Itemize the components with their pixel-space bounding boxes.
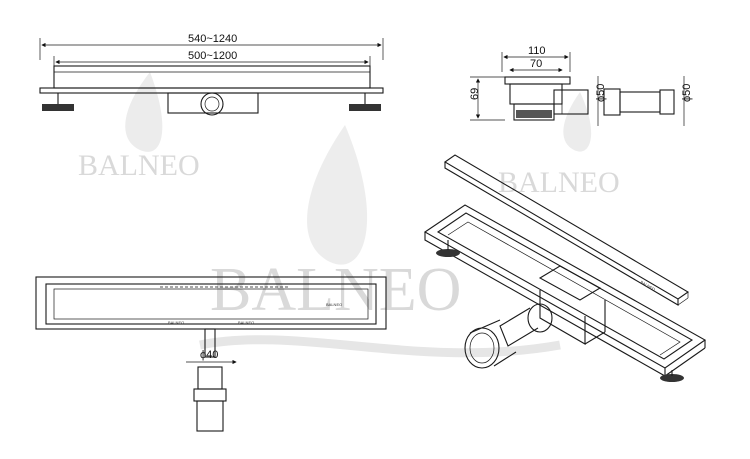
side-view-foot-right — [349, 93, 381, 111]
watermark-drop-icon-center — [307, 125, 368, 265]
cross-section-view: 110 70 69 ϕ50 ϕ50 — [469, 45, 693, 126]
dimension-width-outer: 110 — [528, 45, 546, 57]
iso-foot-left — [436, 240, 460, 257]
side-view: 540~1240 500~1200 — [39, 33, 384, 116]
watermark-text-center: BALNEO — [210, 256, 461, 324]
dimension-width-inner: 70 — [530, 58, 542, 70]
dimension-height: 69 — [469, 88, 481, 100]
grate-label-left: BALNEO — [168, 320, 184, 325]
dimension-grate-length: 500~1200 — [188, 50, 237, 62]
grate-label-end: BALNEO — [326, 302, 342, 307]
plan-view: BALNEO BALNEO BALNEO ϕ40 — [35, 276, 387, 432]
dimension-outlet-dia-a: ϕ50 — [595, 84, 607, 102]
dimension-pipe-dia: ϕ40 — [200, 349, 218, 361]
watermark-text-left: BALNEO — [78, 149, 200, 182]
watermark-layer: BALNEO BALNEO BALNEO — [78, 72, 620, 358]
dimension-total-length: 540~1240 — [188, 33, 237, 45]
watermark-text-right: BALNEO — [498, 166, 620, 199]
watermark-drop-icon-right — [563, 92, 592, 152]
watermark-drop-icon — [125, 72, 163, 152]
watermark-wave — [199, 335, 561, 358]
grate-label-right: BALNEO — [238, 320, 254, 325]
side-view-foot-left — [42, 93, 74, 111]
iso-foot-right — [660, 370, 684, 382]
isometric-view: BALNEO — [423, 154, 707, 382]
dimension-outlet-dia-b: ϕ50 — [681, 84, 693, 102]
